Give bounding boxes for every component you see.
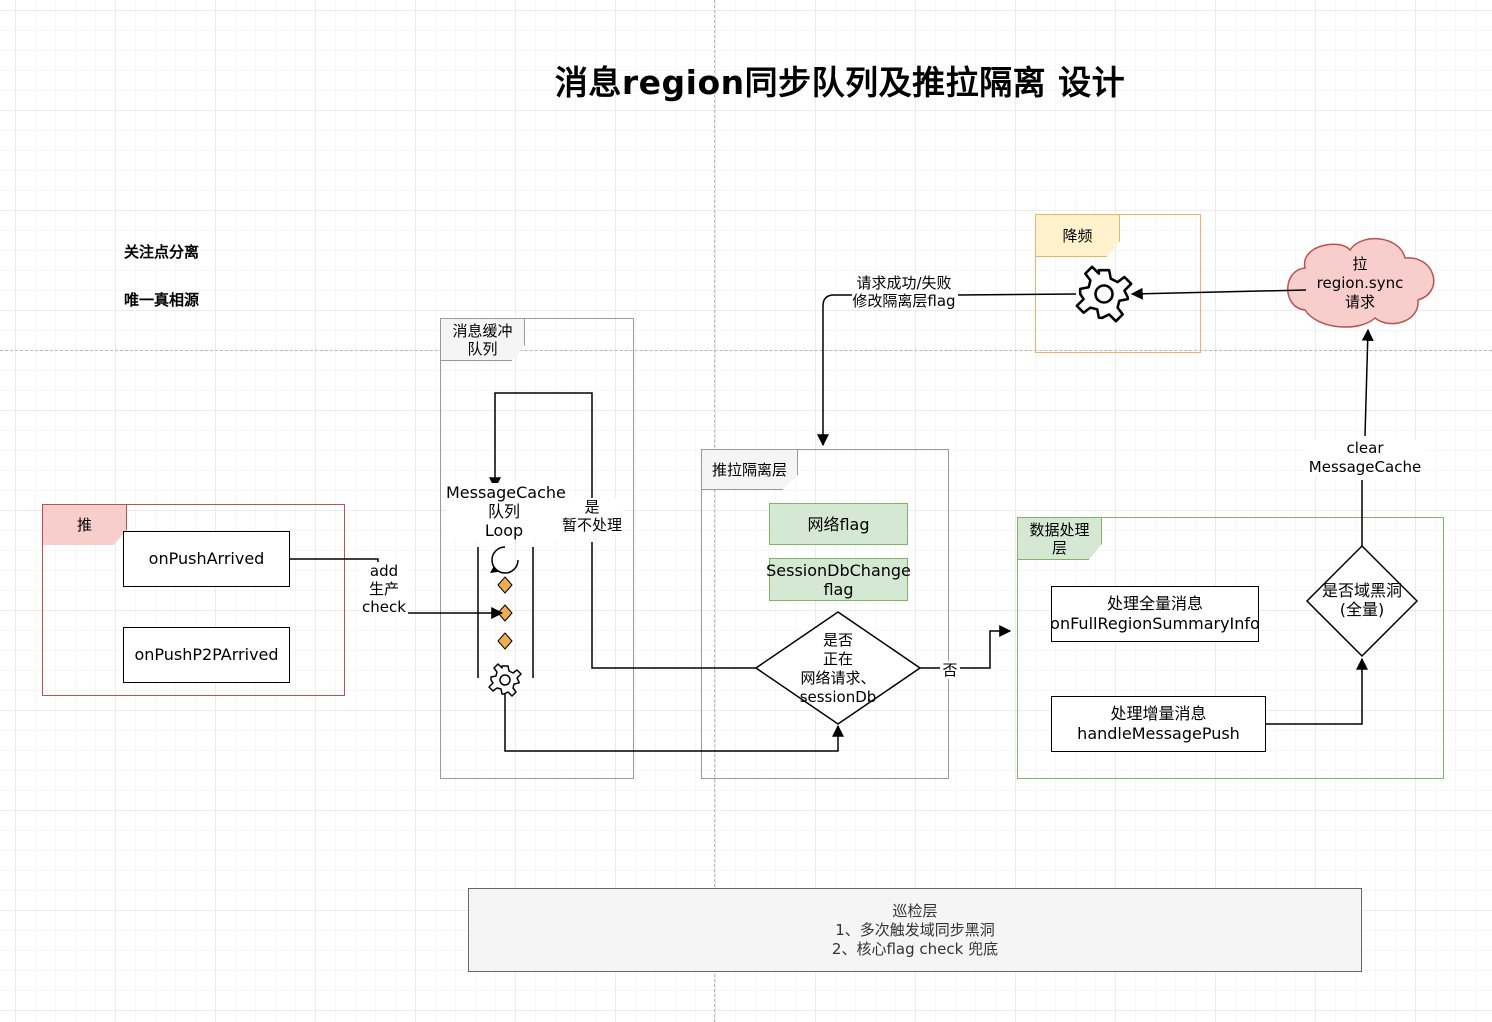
loop-label-line-2: 队列 <box>487 502 520 521</box>
cloud-label: 拉 region.sync 请求 <box>1310 255 1410 312</box>
defer-label-line-2: 暂不处理 <box>561 516 622 534</box>
clear-label-line-2: MessageCache <box>1308 458 1422 476</box>
note-separation-of-concerns: 关注点分离 <box>124 243 200 261</box>
data-processing-frame-tag: 数据处理层 <box>1018 518 1102 560</box>
blackhole-line-1: 是否域黑洞 <box>1321 581 1402 600</box>
page-title: 消息region同步队列及推拉隔离 设计 <box>554 63 1126 102</box>
push-frame[interactable]: 推 <box>42 504 345 696</box>
blackhole-decision-diamond[interactable] <box>1305 544 1419 658</box>
blackhole-decision-label: 是否域黑洞 (全量) <box>1312 581 1412 619</box>
message-cache-frame-tag: 消息缓冲队列 <box>441 319 525 361</box>
cloud-label-line-2: region.sync <box>1316 274 1404 292</box>
cloud-label-line-1: 拉 <box>1352 255 1368 273</box>
push-frame-tag: 推 <box>43 505 127 545</box>
on-push-arrived-box[interactable]: onPushArrived <box>123 531 290 587</box>
no-label: 否 <box>940 661 960 679</box>
edge-label-line-2: 生产 <box>368 580 399 598</box>
request-result-line-1: 请求成功/失败 <box>856 274 952 292</box>
decision-line-4: sessionDb <box>799 688 877 706</box>
isolation-layer-frame[interactable]: 推拉隔离层 <box>701 449 949 779</box>
message-cache-frame[interactable]: 消息缓冲队列 <box>440 318 634 779</box>
defer-processing-label: 是 暂不处理 <box>561 498 623 534</box>
full-handler-line-1: 处理全量消息 <box>1107 594 1204 613</box>
region-sync-cloud[interactable] <box>1287 237 1435 328</box>
inspection-line-1: 巡检层 <box>892 901 938 920</box>
edge-label-line-3: check <box>362 598 406 616</box>
queue-item-icon <box>497 576 513 594</box>
incremental-handler-line-1: 处理增量消息 <box>1110 704 1207 723</box>
add-produce-check-label: add 生产 check <box>360 562 408 616</box>
inspection-line-3: 2、核心flag check 兜底 <box>831 939 999 958</box>
throttle-gear-icon <box>1075 265 1133 323</box>
data-processing-frame[interactable]: 数据处理层 <box>1017 517 1444 779</box>
message-cache-tag-line-1: 消息缓冲 <box>452 321 513 340</box>
loop-label-line-3: Loop <box>484 521 524 540</box>
vertical-guide-line <box>714 0 715 1022</box>
loop-label-line-1: MessageCache <box>446 483 566 502</box>
throttle-frame[interactable]: 降频 <box>1035 214 1201 353</box>
isolation-layer-tag: 推拉隔离层 <box>702 450 798 490</box>
on-push-p2p-arrived-box[interactable]: onPushP2PArrived <box>123 627 290 683</box>
request-result-line-2: 修改隔离层flag <box>852 292 956 310</box>
clear-label-line-1: clear <box>1346 439 1384 457</box>
queue-item-icon <box>497 632 513 650</box>
horizontal-guide-line <box>0 350 1492 351</box>
request-result-label: 请求成功/失败 修改隔离层flag <box>852 274 956 310</box>
defer-label-line-1: 是 <box>584 498 600 516</box>
cloud-label-line-3: 请求 <box>1344 293 1375 311</box>
throttle-frame-tag: 降频 <box>1036 215 1120 257</box>
note-single-source-of-truth: 唯一真相源 <box>124 291 200 309</box>
inspection-line-2: 1、多次触发域同步黑洞 <box>835 920 995 939</box>
isolation-decision-label: 是否 正在 网络请求、 sessionDb <box>788 631 888 707</box>
inspection-layer-box[interactable]: 巡检层 1、多次触发域同步黑洞 2、核心flag check 兜底 <box>468 888 1362 972</box>
full-handler-line-2: onFullRegionSummaryInfo <box>1050 614 1260 633</box>
isolation-decision-diamond[interactable] <box>754 611 922 725</box>
network-flag-box[interactable]: 网络flag <box>769 503 908 545</box>
decision-line-1: 是否 <box>822 631 853 649</box>
blackhole-line-2: (全量) <box>1339 600 1385 619</box>
decision-line-3: 网络请求、 <box>800 669 876 687</box>
incremental-handler-line-2: handleMessagePush <box>1077 724 1240 743</box>
edge-label-line-1: add <box>369 562 399 580</box>
queue-gear-icon <box>488 663 522 697</box>
message-cache-loop-label: MessageCache 队列 Loop <box>446 483 566 540</box>
clear-message-cache-label: clear MessageCache <box>1305 439 1425 477</box>
session-db-change-flag-box[interactable]: SessionDbChange flag <box>766 558 911 601</box>
data-processing-tag-line-2: 层 <box>1051 538 1067 557</box>
message-cache-tag-line-2: 队列 <box>467 339 498 358</box>
data-processing-tag-line-1: 数据处理 <box>1029 520 1090 539</box>
decision-line-2: 正在 <box>822 650 853 668</box>
